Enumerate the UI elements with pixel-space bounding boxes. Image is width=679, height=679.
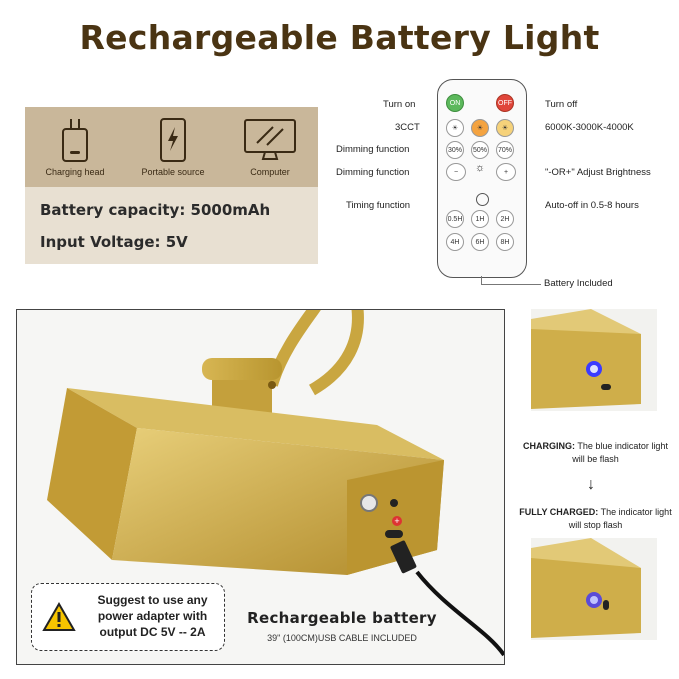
plug-icon <box>62 119 88 162</box>
cct-6000k-button[interactable]: ☀ <box>446 119 464 137</box>
charging-head-label: Charging head <box>45 167 105 177</box>
dim-70-button[interactable]: 70% <box>496 141 514 159</box>
label-battery-included: Battery Included <box>544 278 613 289</box>
label-timing: Timing function <box>346 200 411 211</box>
fully-charged-led-illustration <box>531 538 641 638</box>
battery-capacity: Battery capacity: 5000mAh <box>40 201 271 219</box>
usb-cable-note: 39" (100CM)USB CABLE INCLUDED <box>267 633 417 643</box>
label-dimming-1: Dimming function <box>336 144 410 155</box>
label-dimming-2: Dimming function <box>336 167 410 178</box>
input-voltage: Input Voltage: 5V <box>40 233 188 251</box>
charging-caption-text: The blue indicator light will be flash <box>572 441 668 464</box>
portable-source-label: Portable source <box>141 167 205 177</box>
label-cct-values: 6000K-3000K-4000K <box>545 122 634 133</box>
page-title: Rechargeable Battery Light <box>79 18 600 57</box>
battery-leader-line <box>481 284 541 285</box>
cct-3000k-button[interactable]: ☀ <box>471 119 489 137</box>
fully-charged-thumbnail <box>531 538 657 640</box>
brightness-minus-button[interactable]: − <box>446 163 466 181</box>
brightness-plus-button[interactable]: + <box>496 163 516 181</box>
product-photo-panel: + Suggest to use any power adapter with … <box>16 309 505 665</box>
charging-caption: CHARGING: The blue indicator light will … <box>516 440 675 466</box>
cct-4000k-button[interactable]: ☀ <box>496 119 514 137</box>
power-bank-icon <box>160 118 186 162</box>
off-button[interactable]: OFF <box>496 94 514 112</box>
spec-panel: Battery capacity: 5000mAh Input Voltage:… <box>25 187 318 264</box>
charging-led-illustration <box>531 309 641 409</box>
label-turn-off: Turn off <box>545 99 578 110</box>
full-charge-caption-text: The indicator light will stop flash <box>568 507 672 530</box>
portable-source-item: Portable source <box>128 117 218 177</box>
clock-icon <box>476 193 489 206</box>
label-turn-on: Turn on <box>383 99 416 110</box>
warning-text: Suggest to use any power adapter with ou… <box>97 593 208 639</box>
on-button[interactable]: ON <box>446 94 464 112</box>
timer-4h-button[interactable]: 4H <box>446 233 464 251</box>
lamp-base-illustration <box>47 310 504 657</box>
dim-30-button[interactable]: 30% <box>446 141 464 159</box>
warning-box: Suggest to use any power adapter with ou… <box>31 583 225 651</box>
rechargeable-battery-title: Rechargeable battery <box>247 609 437 627</box>
charging-head-item: Charging head <box>30 117 120 177</box>
label-3cct: 3CCT <box>395 122 420 133</box>
sun-icon: ☀ <box>451 125 459 132</box>
dim-50-button[interactable]: 50% <box>471 141 489 159</box>
sun-icon: ☀ <box>501 125 509 132</box>
full-charge-caption-label: FULLY CHARGED: <box>519 507 599 517</box>
remote-control: ON OFF ☀ ☀ ☀ 30% 50% 70% − ☼ + 0.5H 1H 2… <box>437 79 527 278</box>
monitor-icon <box>244 119 296 160</box>
warning-icon <box>42 602 76 631</box>
charge-plus-mark: + <box>392 516 402 526</box>
computer-item: Computer <box>225 117 315 177</box>
timer-8h-button[interactable]: 8H <box>496 233 514 251</box>
sun-icon: ☀ <box>476 125 484 132</box>
battery-leader-tick <box>481 276 482 284</box>
full-charge-caption: FULLY CHARGED: The indicator light will … <box>516 506 675 532</box>
timer-6h-button[interactable]: 6H <box>471 233 489 251</box>
brightness-icon: ☼ <box>475 162 486 174</box>
charging-caption-label: CHARGING: <box>523 441 576 451</box>
timer-1h-button[interactable]: 1H <box>471 210 489 228</box>
computer-label: Computer <box>250 167 290 177</box>
charging-sources-panel: Charging head Portable source Computer <box>25 107 318 187</box>
timer-05h-button[interactable]: 0.5H <box>446 210 464 228</box>
label-auto-off: Auto-off in 0.5-8 hours <box>545 200 639 211</box>
label-adjust-brightness: "-OR+" Adjust Brightness <box>545 167 651 178</box>
charging-thumbnail <box>531 309 657 411</box>
down-arrow-icon: ↓ <box>587 476 595 493</box>
timer-2h-button[interactable]: 2H <box>496 210 514 228</box>
